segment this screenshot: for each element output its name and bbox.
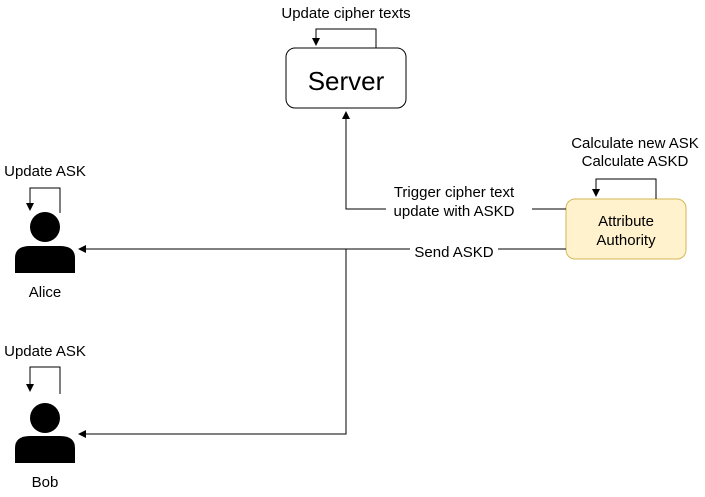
attribute-authority-node[interactable] (565, 198, 687, 260)
attribute-authority-label-line2: Authority (596, 232, 656, 249)
server-loop-edge (312, 28, 377, 48)
alice-user-icon[interactable] (15, 212, 75, 273)
bob-label: Bob (32, 474, 59, 491)
server-node[interactable] (285, 47, 407, 109)
send-askd-label-bg (410, 242, 498, 258)
aa-loop-edge (592, 178, 657, 199)
alice-loop-edge (26, 187, 61, 213)
alice-loop-label: Update ASK (4, 163, 86, 180)
bob-user-icon[interactable] (15, 403, 75, 463)
bob-loop-edge (26, 366, 61, 394)
bob-loop-label: Update ASK (4, 343, 86, 360)
server-loop-label: Update cipher texts (281, 5, 410, 22)
aa-loop-label-line1: Calculate new ASK (571, 135, 699, 152)
alice-label: Alice (29, 284, 62, 301)
attribute-authority-label-line1: Attribute (598, 213, 654, 230)
trigger-label-line2: update with ASKD (394, 203, 515, 220)
send-askd-label: Send ASKD (414, 244, 493, 261)
aa-loop-label-line2: Calculate ASKD (582, 153, 689, 170)
server-label: Server (308, 66, 385, 96)
trigger-label-line1: Trigger cipher text (394, 184, 515, 201)
send-askd-edge-bob (78, 249, 347, 438)
trigger-label-bg (386, 182, 532, 222)
